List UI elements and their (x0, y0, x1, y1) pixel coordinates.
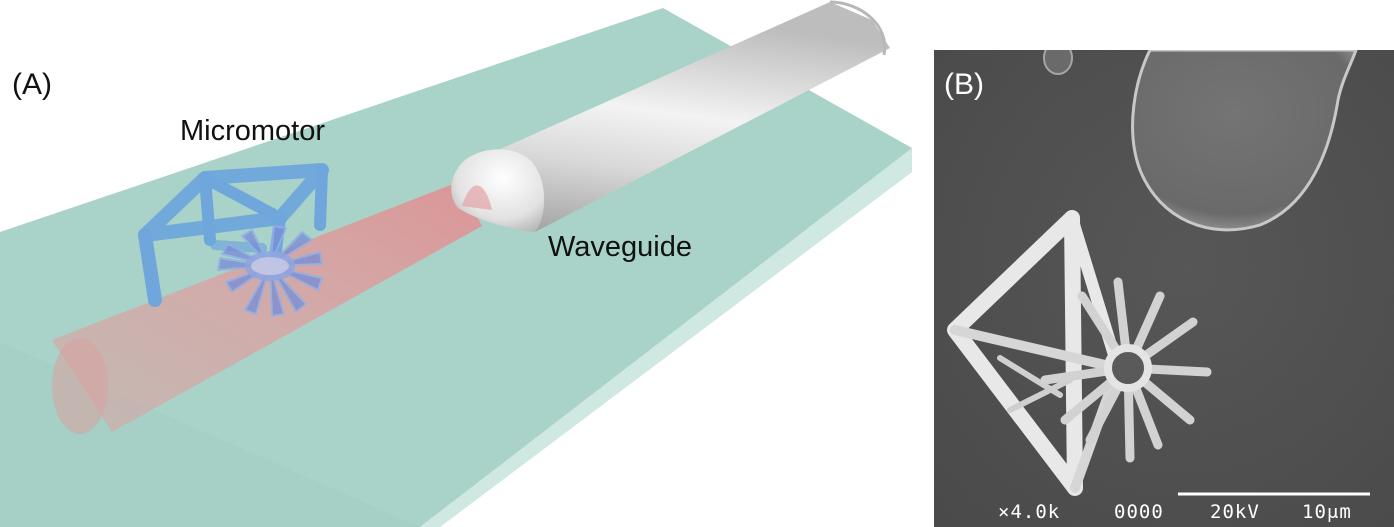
waveguide-label: Waveguide (548, 231, 692, 263)
sem-magnification: ×4.0k (998, 501, 1060, 523)
sem-image-number: 0000 (1114, 501, 1164, 523)
micromotor (138, 163, 329, 317)
sem-particle-large (1131, 50, 1358, 232)
sem-voltage: 20kV (1210, 501, 1260, 523)
panel-a-label: (A) (12, 68, 52, 101)
panel-a: (A) Micromotor Waveguide (0, 0, 912, 527)
sem-particle-small (1043, 50, 1073, 75)
waveguide (451, 0, 890, 232)
light-beam-end (52, 338, 108, 434)
sem-scale-label: 10μm (1302, 501, 1352, 523)
panel-b-label: (B) (944, 68, 984, 101)
light-beam (52, 182, 482, 432)
substrate-right-edge (420, 148, 912, 527)
panel-b: (B) ×4.0k 0000 20kV 10μm (934, 50, 1394, 527)
sem-info-bar: ×4.0k 0000 20kV 10μm (998, 492, 1370, 523)
micromotor-label: Micromotor (180, 115, 325, 147)
sem-micromotor-rotor (1040, 277, 1212, 463)
